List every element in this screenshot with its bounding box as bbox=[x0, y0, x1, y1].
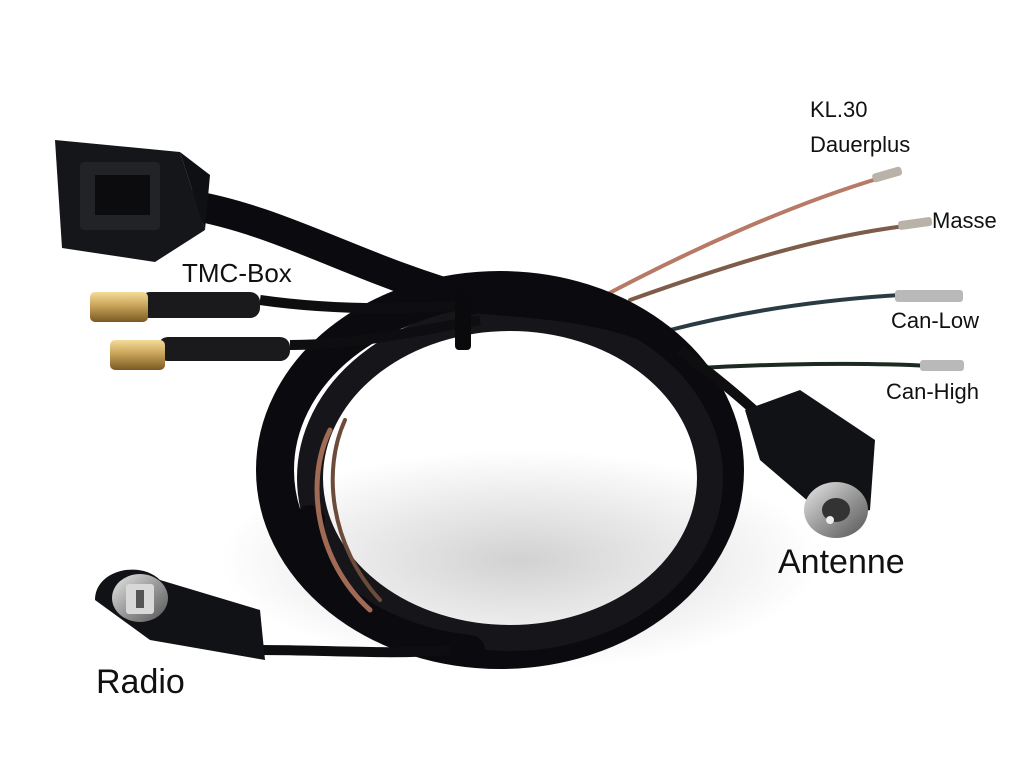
rf-plug-2-sleeve bbox=[158, 337, 290, 361]
radio-cable bbox=[259, 645, 451, 658]
label-kl30-line2: Dauerplus bbox=[810, 132, 911, 157]
label-radio: Radio bbox=[96, 663, 185, 701]
label-antenne: Antenne bbox=[778, 543, 905, 581]
terminal-can-low bbox=[895, 290, 963, 302]
wire-can-low bbox=[668, 293, 902, 332]
label-kl30-line1: KL.30 bbox=[810, 97, 868, 122]
cable-tie bbox=[455, 290, 471, 350]
wire-kl30 bbox=[598, 176, 882, 300]
label-can-low: Can-Low bbox=[891, 308, 980, 333]
tmc-cable bbox=[175, 190, 663, 343]
antenne-connector bbox=[745, 390, 875, 538]
wire-can-high bbox=[698, 361, 932, 370]
wire-masse bbox=[628, 224, 907, 302]
tmc-box-connector bbox=[55, 140, 210, 262]
wire-terminals bbox=[872, 166, 964, 371]
label-tmc-box: TMC-Box bbox=[182, 258, 292, 288]
rf-plug-2-body bbox=[110, 340, 165, 370]
gold-rf-plugs bbox=[90, 292, 481, 370]
terminal-kl30 bbox=[872, 166, 903, 183]
rf-plug-1-body bbox=[90, 292, 148, 322]
label-can-high: Can-High bbox=[886, 379, 979, 404]
label-masse: Masse bbox=[932, 208, 997, 233]
terminal-masse bbox=[897, 217, 933, 230]
loose-wires bbox=[598, 176, 932, 370]
radio-connector bbox=[95, 569, 265, 660]
rf-plug-1-sleeve bbox=[140, 292, 260, 318]
terminal-can-high bbox=[920, 360, 964, 371]
